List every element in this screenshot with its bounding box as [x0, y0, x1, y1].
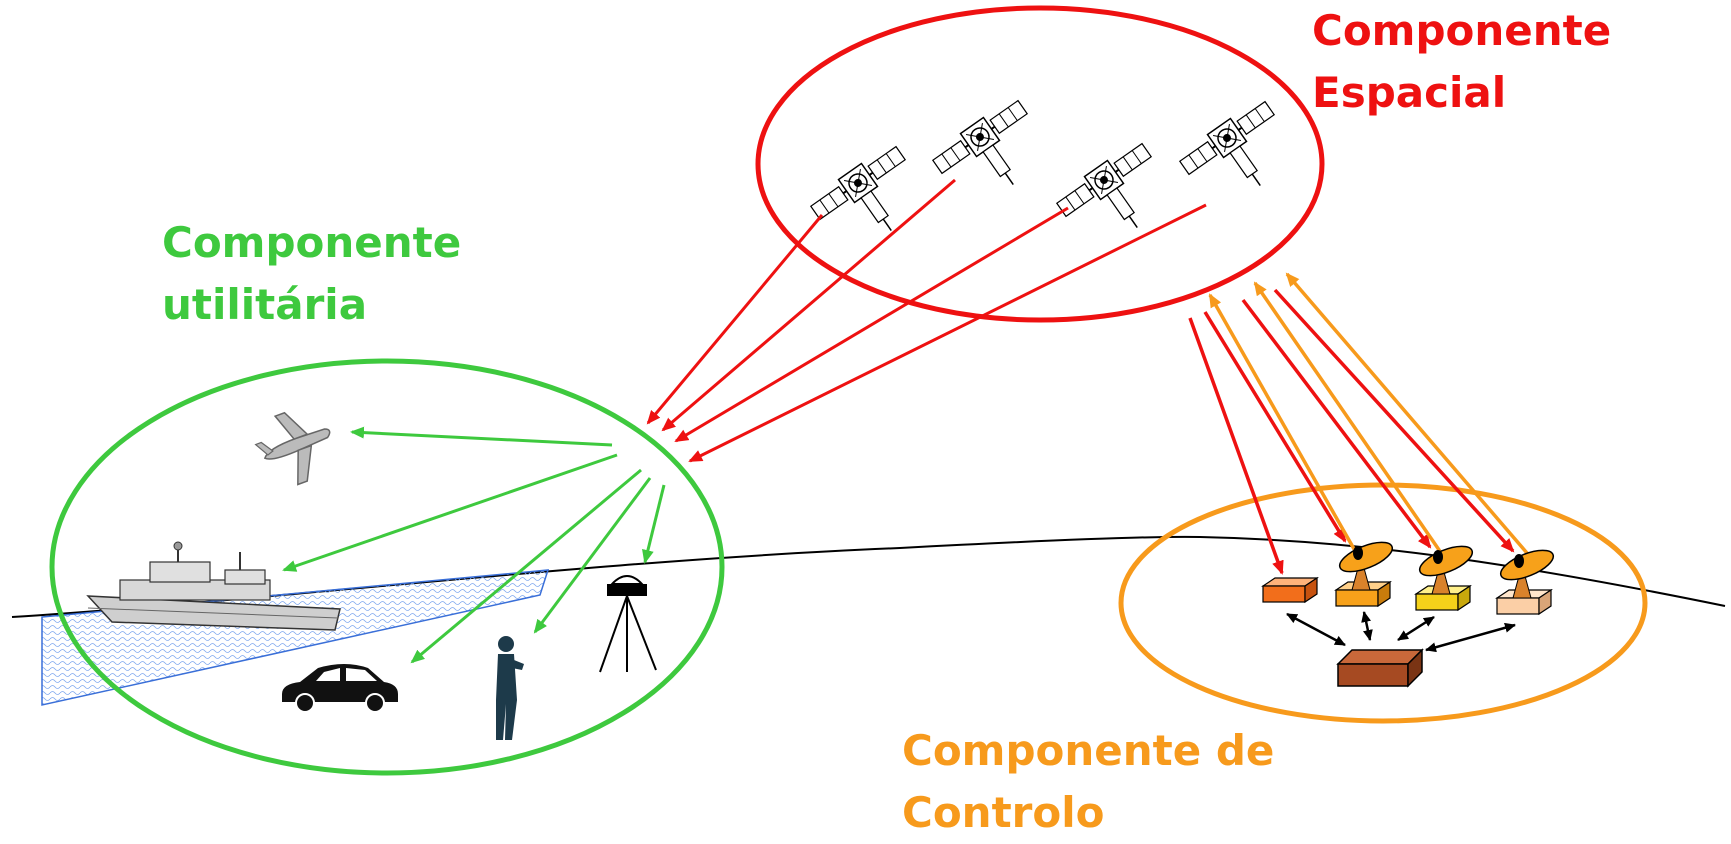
user-arrow [350, 426, 613, 447]
control-segment-label-line1: Componente de [902, 726, 1275, 775]
satellite-icon [928, 94, 1057, 216]
control-segment-label: Componente de Controlo [902, 720, 1274, 844]
downlink-arrow [1188, 317, 1284, 575]
signal-arrow [661, 178, 956, 432]
user-arrow [642, 484, 666, 564]
space-segment-label-line2: Espacial [1312, 68, 1507, 117]
ground-antenna-icon [1495, 549, 1555, 616]
tripod-receiver-icon [599, 575, 657, 673]
airplane-icon [254, 411, 331, 486]
user-arrow [410, 468, 642, 664]
master-control-station-icon [1336, 648, 1424, 688]
downlink-arrow [1203, 311, 1347, 543]
uplink-arrow [1253, 281, 1448, 561]
ground-antenna-icon [1414, 545, 1474, 612]
ground-antenna-icon [1334, 541, 1394, 608]
user-segment-label-line1: Componente [162, 218, 462, 267]
space-segment-label-line1: Componente [1312, 6, 1612, 55]
satellite-icon [1175, 95, 1304, 217]
monitor-station-icon [1261, 576, 1319, 604]
uplink-arrow [1208, 293, 1360, 557]
person-icon [496, 636, 524, 740]
control-segment-label-line2: Controlo [902, 788, 1105, 837]
car-icon [282, 664, 398, 713]
link-arrow [1397, 615, 1435, 642]
user-arrow [533, 477, 652, 634]
water-body [41, 569, 550, 706]
signal-arrow [688, 203, 1207, 463]
ship-icon [86, 541, 341, 631]
user-arrow [282, 453, 618, 572]
link-arrow [1286, 612, 1346, 647]
uplink-arrow [1285, 272, 1535, 562]
downlink-arrow [1273, 288, 1515, 553]
signal-arrow [646, 214, 824, 425]
satellite-icon [806, 140, 935, 262]
link-arrow [1425, 622, 1516, 653]
space-segment-label: Componente Espacial [1312, 0, 1611, 124]
user-segment-label-line2: utilitária [162, 280, 368, 329]
signal-arrow [674, 206, 1069, 443]
satellite-icon [1052, 137, 1181, 259]
downlink-arrow [1241, 298, 1432, 549]
user-segment-ellipse [49, 358, 725, 776]
space-segment-ellipse [755, 5, 1325, 323]
link-arrow [1361, 611, 1373, 641]
user-segment-label: Componente utilitária [162, 212, 461, 336]
